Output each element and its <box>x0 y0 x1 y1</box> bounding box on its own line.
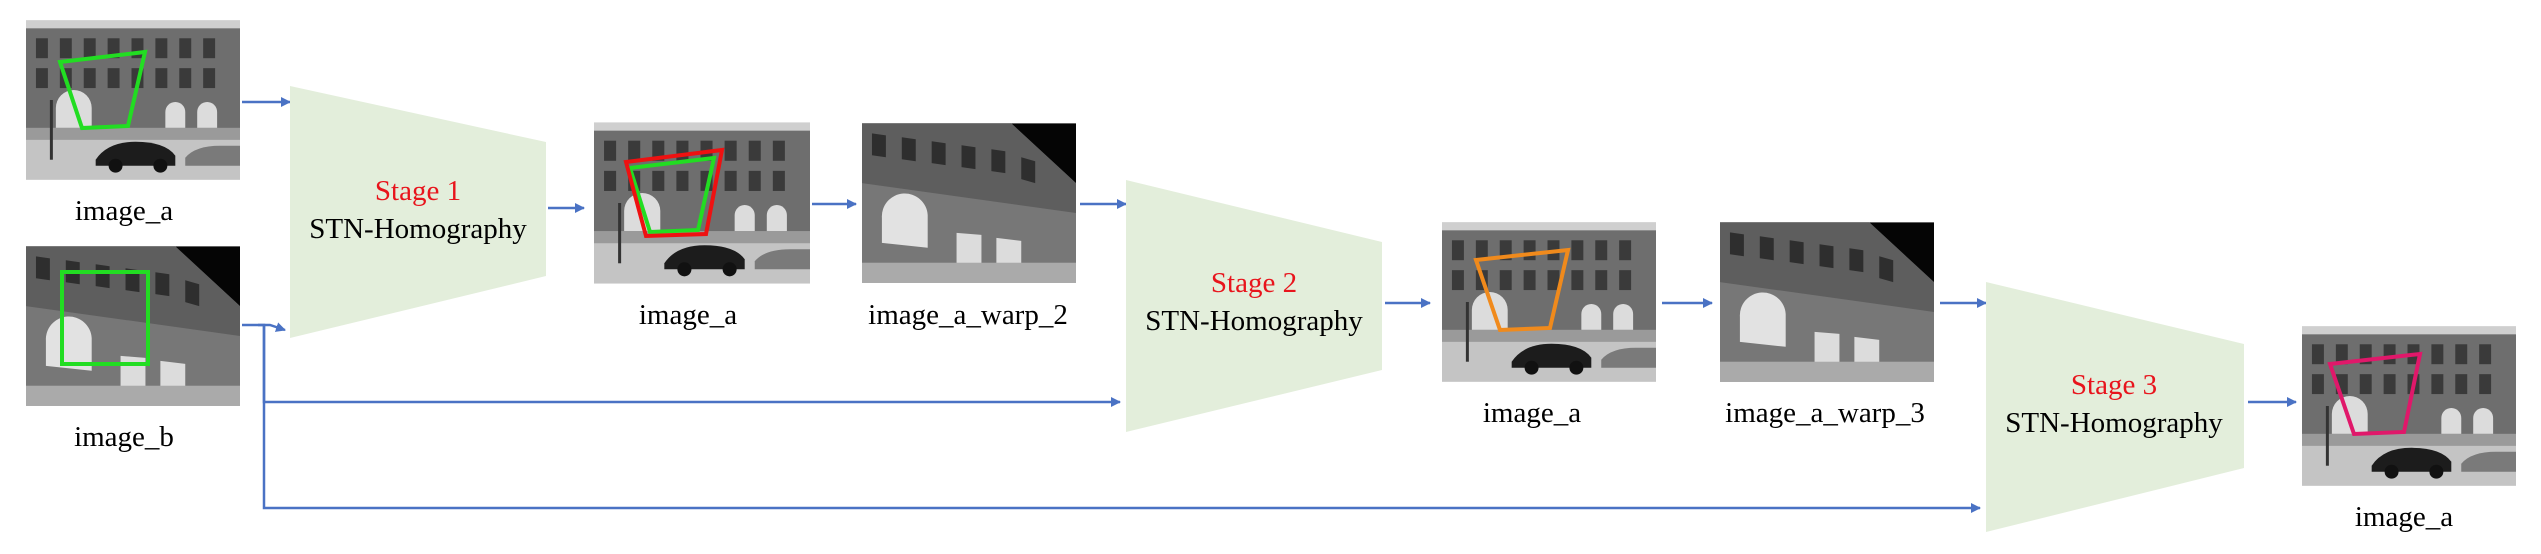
input-image-a: image_a <box>26 20 240 227</box>
arrow-b-to-stage2 <box>258 323 1121 407</box>
arrow-b-to-stage1 <box>242 322 286 332</box>
stage-1-title: Stage 1 <box>375 175 461 207</box>
connectors <box>242 97 2297 513</box>
output-3-image-a: image_a <box>2302 326 2516 533</box>
stage-2: Stage 2 STN-Homography <box>1126 180 1382 432</box>
stage-3: Stage 3 STN-Homography <box>1986 282 2244 532</box>
output-2-image-a: image_a <box>1442 222 1656 429</box>
input-a-label: image_a <box>75 195 173 227</box>
stage-2-subtitle: STN-Homography <box>1145 305 1363 337</box>
input-b-label: image_b <box>74 421 174 453</box>
quad-red <box>623 147 725 239</box>
warped-image-3: image_a_warp_3 <box>1720 222 1934 429</box>
building-photo-icon <box>1442 222 1656 382</box>
warped-image-2: image_a_warp_2 <box>862 123 1076 331</box>
quad-green-square <box>60 270 150 366</box>
output-1-label: image_a <box>639 299 737 331</box>
building-photo-icon <box>862 123 1076 283</box>
stage-2-title: Stage 2 <box>1211 267 1297 299</box>
stage-3-subtitle: STN-Homography <box>2005 407 2223 439</box>
stage-3-block <box>1986 282 2244 532</box>
warp-2-label: image_a_warp_2 <box>868 299 1068 331</box>
quad-magenta <box>2327 351 2423 437</box>
output-2-label: image_a <box>1483 397 1581 429</box>
stage-2-block <box>1126 180 1382 432</box>
output-1-image-a: image_a <box>594 122 810 331</box>
building-photo-icon <box>1720 222 1934 382</box>
stage-1-block <box>290 86 546 338</box>
quad-orange <box>1473 247 1571 333</box>
stage-3-title: Stage 3 <box>2071 369 2157 401</box>
warp-3-label: image_a_warp_3 <box>1725 397 1925 429</box>
arrow-b-to-stage3 <box>262 325 1981 513</box>
stage-1-subtitle: STN-Homography <box>309 213 527 245</box>
output-3-label: image_a <box>2355 501 2453 533</box>
quad-green <box>57 49 148 131</box>
quad-green <box>627 155 717 235</box>
stage-1: Stage 1 STN-Homography <box>290 86 546 338</box>
input-image-b: image_b <box>26 246 240 453</box>
